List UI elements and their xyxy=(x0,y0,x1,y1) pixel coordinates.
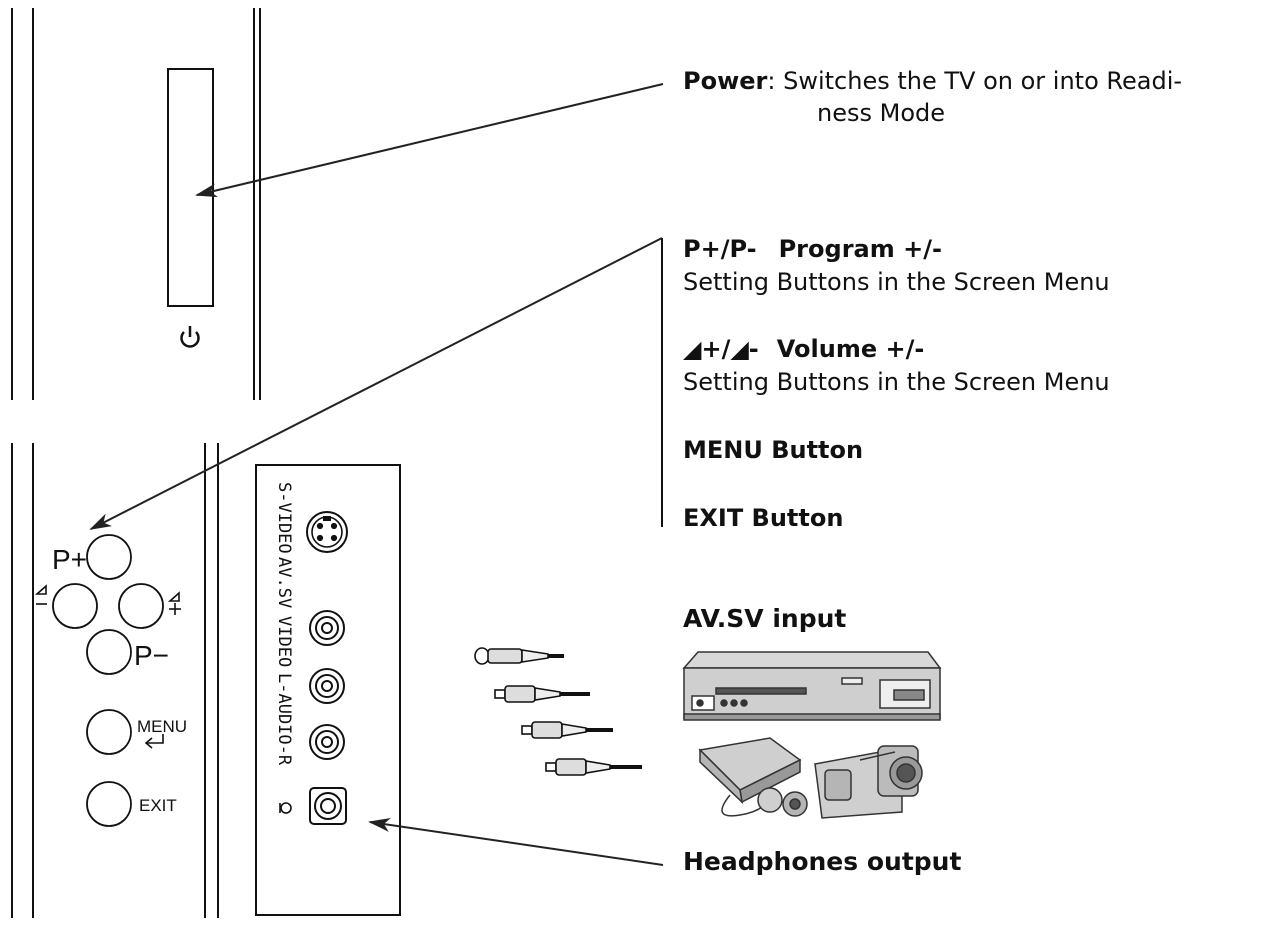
volume-title-right: Volume +/- xyxy=(776,335,925,363)
audio-left-jack xyxy=(309,668,345,704)
headphones-jack xyxy=(309,787,347,825)
video-cable xyxy=(494,685,590,703)
menu-button[interactable] xyxy=(86,709,132,755)
power-line2: ness Mode xyxy=(817,99,946,127)
volume-down-glyph xyxy=(34,584,47,605)
volume-title: ◢+/◢- Volume +/- xyxy=(683,335,925,364)
power-title: Power xyxy=(683,67,768,95)
volume-down-button[interactable] xyxy=(52,583,98,629)
program-title-right: Program +/- xyxy=(778,235,942,263)
power-callout-arrow xyxy=(195,83,664,198)
bottom-side-panel xyxy=(11,443,219,918)
dvd-player-illustration xyxy=(682,651,942,721)
projector-illustration xyxy=(698,737,808,817)
svideo-jack xyxy=(306,511,348,553)
program-title: P+/P- Program +/- xyxy=(683,235,942,264)
audio-left-cable xyxy=(521,721,613,739)
power-description: Power: Switches the TV on or into Readi- xyxy=(683,67,1183,96)
power-line1: Switches the TV on or into Readi- xyxy=(783,67,1183,95)
program-description: Setting Buttons in the Screen Menu xyxy=(683,268,1110,296)
volume-up-button[interactable] xyxy=(118,583,164,629)
program-down-button[interactable] xyxy=(86,629,132,675)
exit-button[interactable] xyxy=(86,781,132,827)
exit-label: EXIT xyxy=(139,796,177,815)
av-input-caption: AV.SV input xyxy=(683,604,847,633)
headphones-icon xyxy=(279,802,292,814)
buttons-callout-arrow xyxy=(89,237,663,530)
menu-button-caption: MENU Button xyxy=(683,436,864,464)
volume-up-glyph xyxy=(167,591,181,615)
audio-label: L-AUDIO-R xyxy=(274,673,294,766)
enter-arrow-icon xyxy=(144,734,164,749)
power-switch[interactable] xyxy=(167,68,214,307)
svideo-label: S-VIDEO xyxy=(274,482,294,554)
power-icon xyxy=(180,326,200,348)
audio-right-jack xyxy=(309,724,345,760)
audio-right-cable xyxy=(545,758,642,776)
program-up-button[interactable] xyxy=(86,534,132,580)
svideo-cable xyxy=(474,647,564,665)
menu-label: MENU xyxy=(137,717,187,736)
volume-title-left: ◢+/◢- xyxy=(683,335,759,363)
camcorder-illustration xyxy=(814,745,923,819)
exit-button-caption: EXIT Button xyxy=(683,504,844,532)
headphones-callout-arrow xyxy=(368,817,664,866)
p-minus-label: P− xyxy=(134,640,169,671)
headphones-output-caption: Headphones output xyxy=(683,847,962,876)
p-plus-label: P+ xyxy=(52,544,87,575)
avsv-label: AV.SV xyxy=(274,557,294,608)
power-separator: : xyxy=(767,67,776,95)
volume-description: Setting Buttons in the Screen Menu xyxy=(683,368,1110,396)
top-side-panel xyxy=(11,8,261,400)
program-title-left: P+/P- xyxy=(683,235,757,263)
video-jack xyxy=(309,610,345,646)
video-label: VIDEO xyxy=(274,616,294,667)
